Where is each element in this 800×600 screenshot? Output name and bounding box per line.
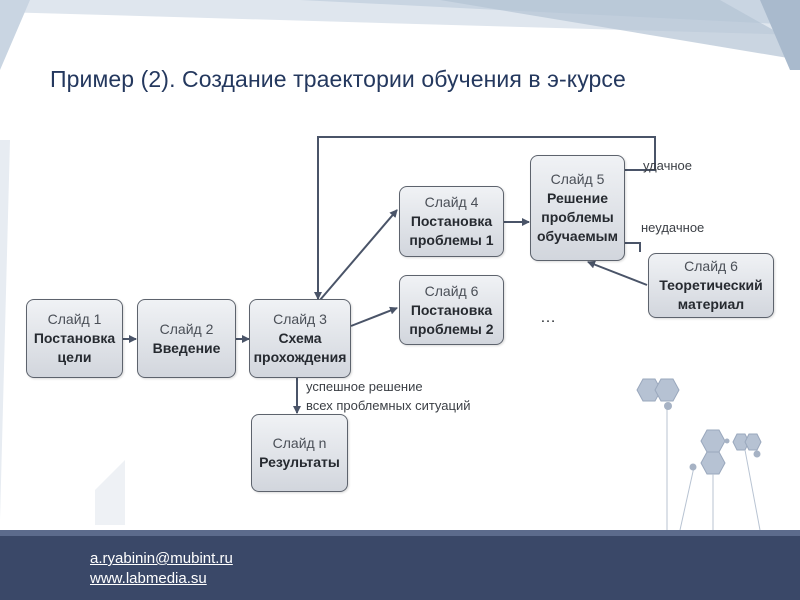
node-slide-4-line-1: Постановка (410, 213, 493, 229)
node-slide-2-line-1: Введение (152, 339, 221, 356)
node-slide-6b-title: Слайд 6 (684, 258, 738, 274)
arrow-s3-s6a (350, 306, 398, 327)
edge-label-all-solved-1: успешное решение (306, 379, 423, 394)
continuation-ellipsis: … (540, 309, 557, 326)
node-slide-6a-line-1: Постановка (410, 301, 493, 318)
node-slide-n-title: Слайд n (272, 435, 327, 451)
node-slide-5-line-1: Решение (546, 190, 609, 206)
node-slide-4: Слайд 4 Постановка проблемы 1 (399, 186, 504, 257)
node-slide-5: Слайд 5 Решение проблемы обучаемым (530, 155, 625, 261)
node-slide-6a-line-2: проблемы 2 (409, 320, 494, 337)
arrow-s5-loop-s3 (314, 136, 656, 300)
node-slide-5-line-2: проблемы (541, 209, 614, 225)
node-slide-6b-line-1: Теоретический (659, 277, 763, 293)
node-slide-6b-line-2: материал (677, 296, 745, 312)
edge-label-success: удачное (643, 158, 693, 173)
page-title: Пример (2). Создание траектории обучения… (50, 66, 626, 92)
edge-label-all-solved-2: всех проблемных ситуаций (306, 398, 471, 413)
node-slide-3-line-2: прохождения (253, 349, 347, 365)
node-slide-6a-title: Слайд 6 (424, 282, 479, 299)
node-slide-4-title: Слайд 4 (424, 194, 479, 210)
email-link[interactable]: a.ryabinin@mubint.ru (90, 550, 233, 567)
arrow-s3-s4 (319, 209, 398, 301)
node-slide-n-line-1: Результаты (259, 454, 340, 470)
node-slide-5-line-3: обучаемым (537, 228, 618, 244)
edge-label-failure: неудачное (641, 220, 705, 235)
node-slide-n: Слайд n Результаты (251, 414, 348, 492)
node-slide-2-title: Слайд 2 (159, 320, 214, 337)
node-slide-3-title: Слайд 3 (273, 311, 327, 327)
node-slide-1-line-2: цели (57, 349, 92, 365)
footer-contacts: a.ryabinin@mubint.ru www.labmedia.su (90, 549, 233, 589)
footer-bar (0, 530, 800, 600)
website-link[interactable]: www.labmedia.su (90, 570, 207, 587)
hexagon-ornament (636, 378, 762, 475)
node-slide-2: Слайд 2 Введение (137, 299, 236, 378)
arrow-s5-s6b (625, 242, 641, 252)
node-slide-6-problem-2: Слайд 6 Постановка проблемы 2 (399, 275, 504, 345)
node-slide-5-title: Слайд 5 (550, 171, 605, 187)
node-slide-4-line-2: проблемы 1 (409, 232, 494, 248)
node-slide-1-line-1: Постановка (33, 330, 116, 346)
arrow-s6b-s5 (587, 260, 648, 286)
node-slide-6-theory: Слайд 6 Теоретический материал (648, 253, 774, 318)
node-slide-3: Слайд 3 Схема прохождения (249, 299, 351, 378)
node-slide-1: Слайд 1 Постановка цели (26, 299, 123, 378)
node-slide-3-line-1: Схема (278, 330, 322, 346)
node-slide-1-title: Слайд 1 (47, 311, 102, 327)
footer-stripe (0, 530, 800, 536)
